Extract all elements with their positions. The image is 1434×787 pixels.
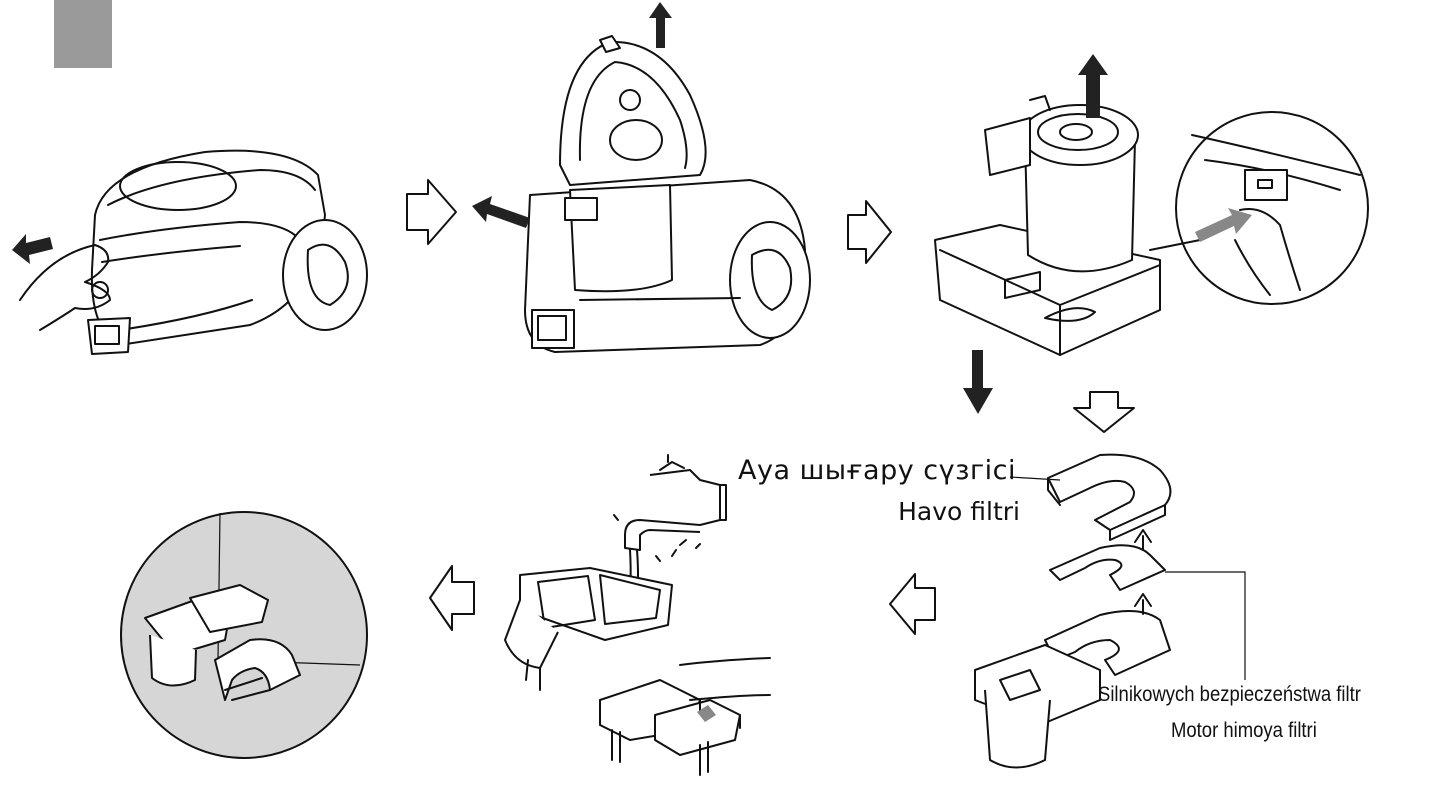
arrow-cylinder-up <box>1078 54 1108 118</box>
washing-filters-illustration <box>504 454 771 776</box>
label-air-filter-uz: Havo filtri <box>898 497 1020 526</box>
label-motor-filter-uz: Motor himoya filtri <box>1171 719 1317 742</box>
latch-detail-zoom <box>1149 111 1369 305</box>
leader-air-filter <box>1009 476 1061 481</box>
label-motor-filter-pl: Silnikowych bezpieczeństwa filtr <box>1098 683 1361 706</box>
arrow-bin-left <box>472 196 530 228</box>
dust-bin-illustration <box>934 95 1161 356</box>
step-arrow-3 <box>889 573 936 635</box>
step-arrow-1 <box>406 179 457 245</box>
dry-filters-zoom <box>120 511 368 759</box>
arrow-base-down <box>963 350 993 414</box>
vacuum-open-illustration <box>524 35 811 353</box>
step-arrow-down <box>1073 391 1135 433</box>
step-arrow-4 <box>429 565 475 631</box>
leader-motor-filter <box>1165 571 1246 680</box>
step-arrow-2 <box>847 200 892 264</box>
filters-exploded-illustration <box>974 453 1172 769</box>
vacuum-closed-illustration <box>19 149 368 355</box>
label-exhaust-filter-kk: Ауа шығару сүзгісі <box>738 455 1016 486</box>
arrow-pull-left <box>12 234 53 264</box>
arrow-lid-up <box>649 2 672 48</box>
step-marker <box>54 0 112 68</box>
